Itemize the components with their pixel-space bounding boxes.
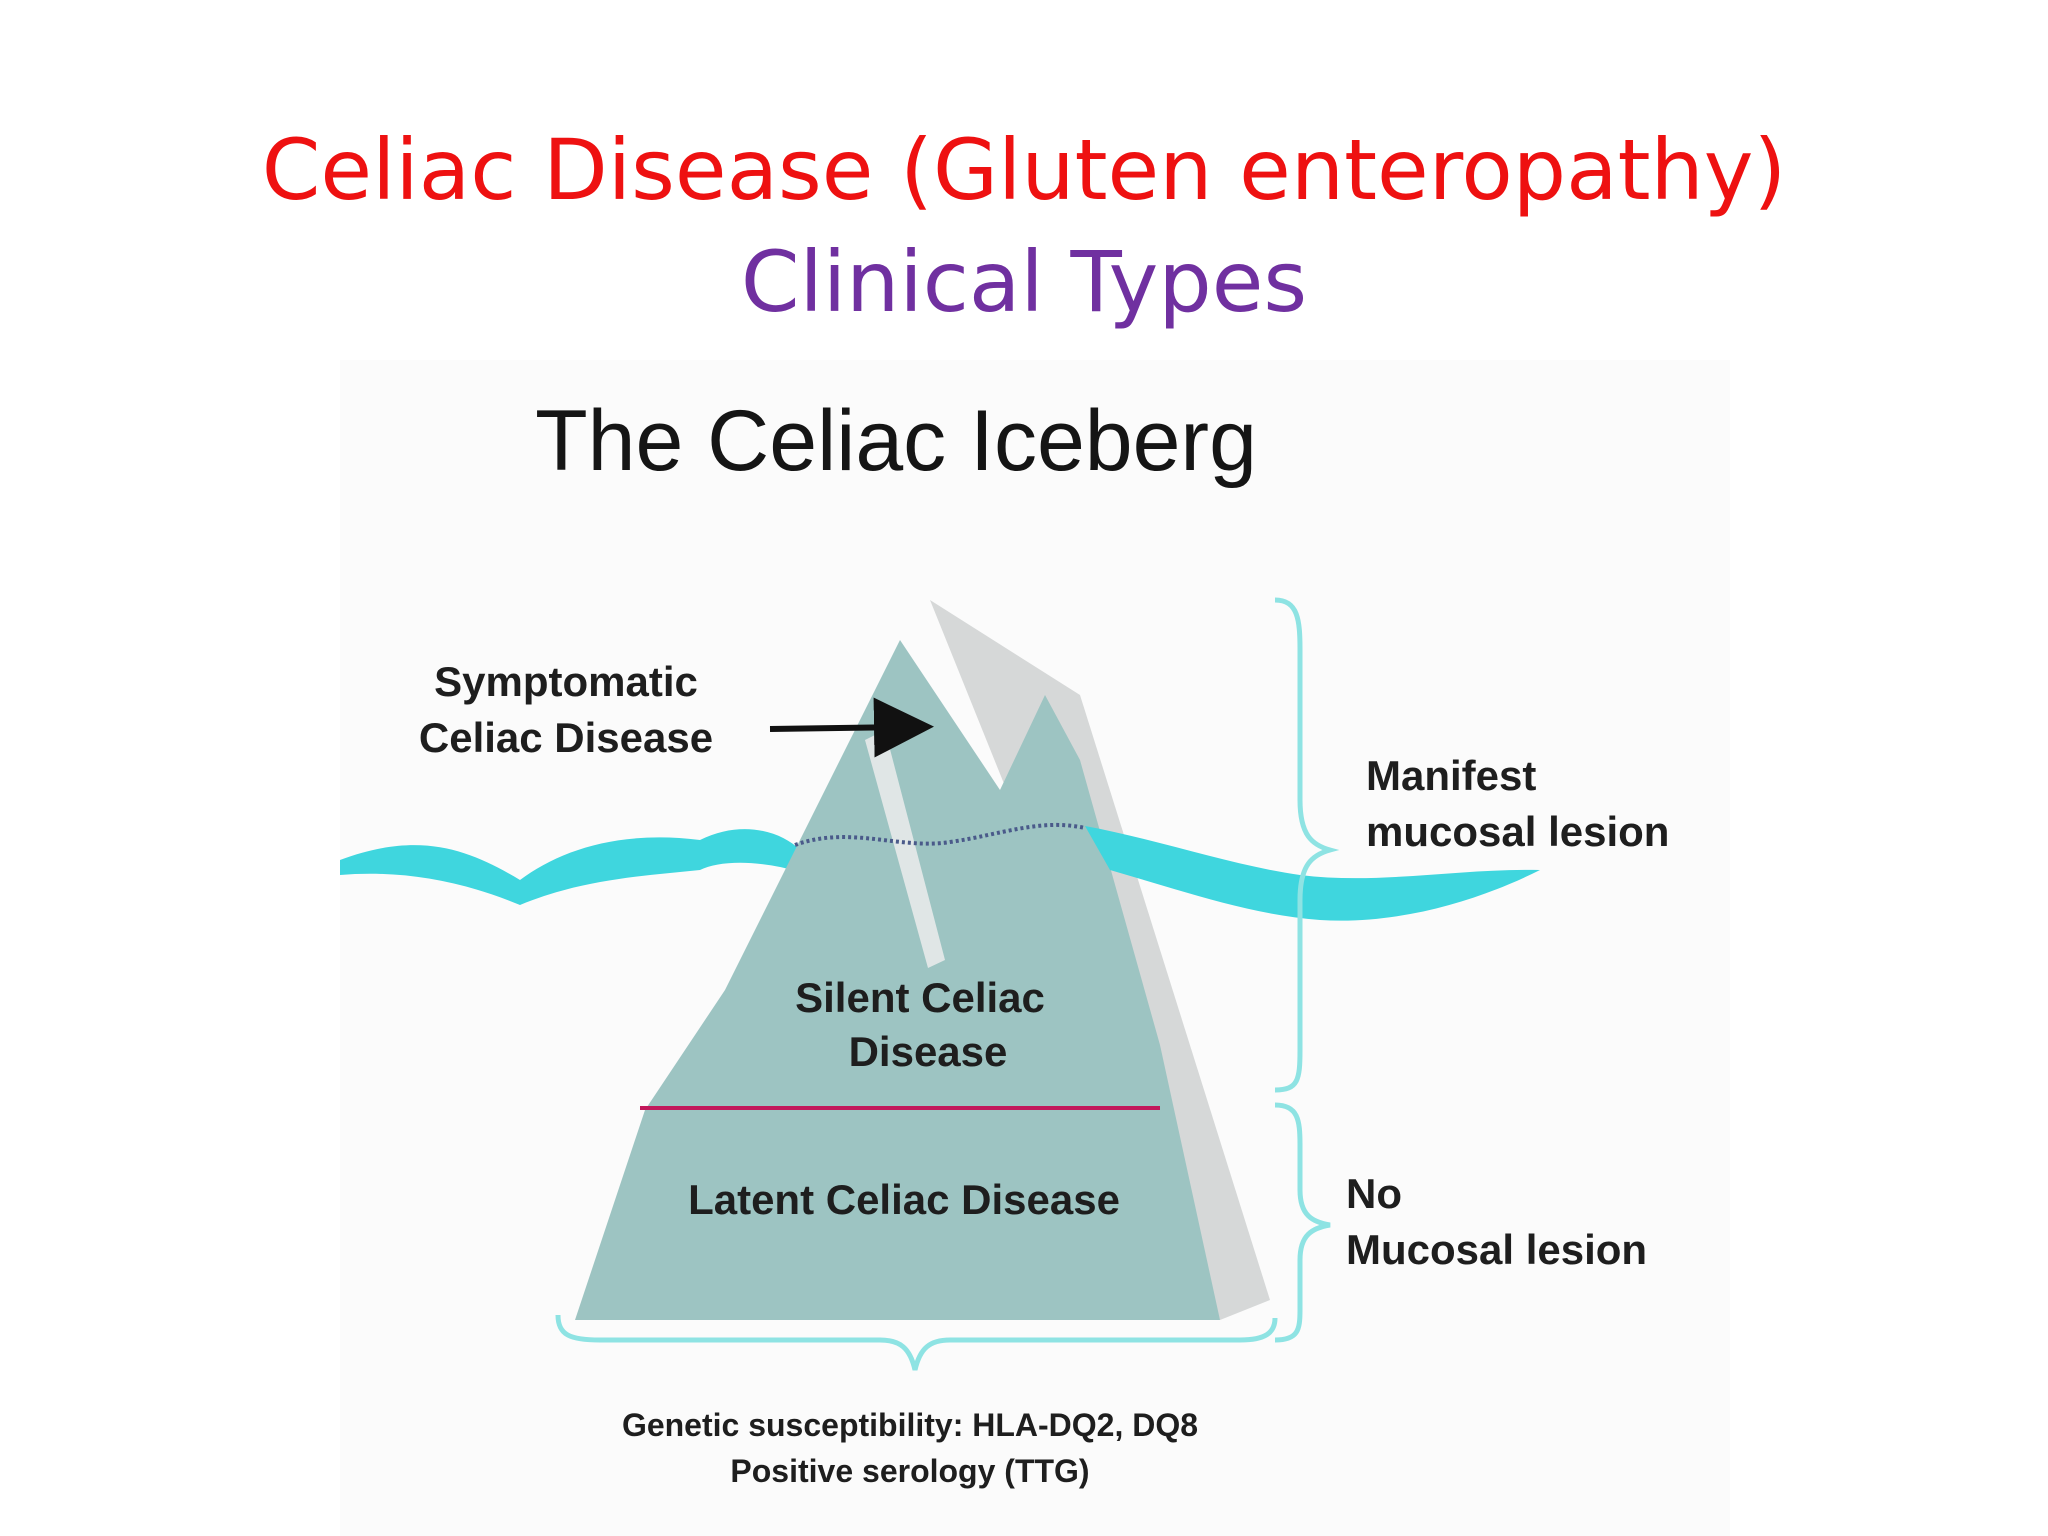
- no-lesion-brace: [1274, 1102, 1331, 1343]
- silent-label-line2: Disease: [849, 1028, 1008, 1075]
- diagram-heading: The Celiac Iceberg: [535, 393, 1257, 489]
- manifest-brace: [1274, 597, 1340, 1093]
- slide-title: Celiac Disease (Gluten enteropathy): [261, 121, 1787, 219]
- manifest-label-line1: Manifest: [1366, 752, 1536, 799]
- no-lesion-label-line2: Mucosal lesion: [1346, 1226, 1647, 1273]
- waterline: [794, 822, 1086, 847]
- genetic-brace: [555, 1314, 1278, 1371]
- arrow-icon: [769, 697, 934, 758]
- footer-line1: Genetic susceptibility: HLA-DQ2, DQ8: [622, 1407, 1198, 1443]
- footer-line2: Positive serology (TTG): [730, 1453, 1089, 1489]
- symptomatic-label-line1: Symptomatic: [434, 658, 698, 705]
- no-lesion-label-line1: No: [1346, 1170, 1402, 1217]
- iceberg: [575, 640, 1220, 1320]
- silent-label-line1: Silent Celiac: [795, 974, 1045, 1021]
- slide-subtitle: Clinical Types: [740, 233, 1308, 331]
- manifest-label-line2: mucosal lesion: [1366, 808, 1669, 855]
- water-surface-right: [1085, 826, 1540, 921]
- water-surface-left: [340, 829, 800, 905]
- iceberg-crack: [865, 730, 945, 968]
- symptomatic-label-line2: Celiac Disease: [419, 714, 713, 761]
- latent-label: Latent Celiac Disease: [688, 1176, 1120, 1223]
